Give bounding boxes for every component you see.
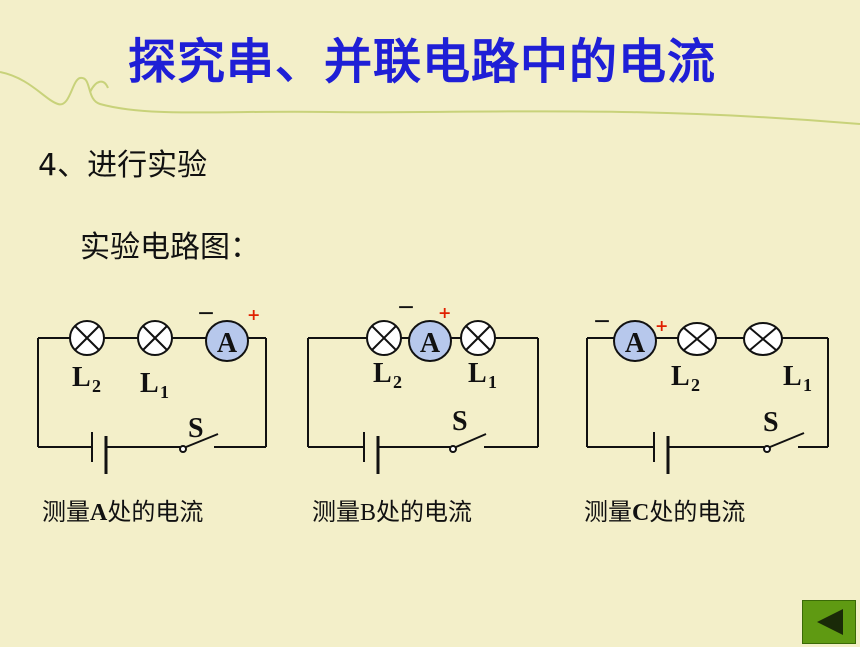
- plus-terminal: +: [247, 305, 260, 324]
- lamp-l1-icon: [460, 320, 496, 356]
- plus-terminal: +: [655, 316, 668, 335]
- lamp-l1-subscript: 1: [488, 372, 497, 392]
- diagram-subtitle: 实验电路图：: [80, 230, 260, 265]
- lamp-l1-label: L: [783, 361, 802, 392]
- back-button[interactable]: [802, 600, 856, 644]
- caption-c-prefix: 测量: [584, 498, 632, 526]
- lamp-l1-subscript: 1: [803, 375, 812, 395]
- lamp-l1-icon: [137, 320, 173, 356]
- step-heading: 4、进行实验: [38, 148, 208, 183]
- lamp-l2-subscript: 2: [92, 376, 101, 396]
- lamp-l2-label: L: [671, 361, 690, 392]
- ammeter-icon: [408, 320, 452, 362]
- ammeter-icon: [205, 320, 249, 362]
- caption-a-prefix: 测量: [42, 498, 90, 526]
- plus-terminal: +: [438, 303, 451, 322]
- back-arrow-icon: [817, 609, 843, 635]
- minus-terminal: －: [397, 298, 415, 319]
- lamp-l2-label: L: [373, 358, 392, 389]
- lamp-l2-label: L: [72, 362, 91, 393]
- caption-a: 测量A处的电流: [42, 492, 203, 527]
- caption-b-prefix: 测量: [312, 498, 360, 526]
- caption-b-suffix: 处的电流: [376, 498, 473, 526]
- minus-terminal: －: [197, 304, 215, 325]
- ammeter-label: A: [420, 328, 441, 359]
- ammeter-label: A: [625, 328, 646, 359]
- switch-label: S: [452, 406, 468, 437]
- lamp-l2-icon: [366, 320, 402, 356]
- caption-b-point: B: [360, 500, 377, 526]
- lamp-l1-label: L: [140, 368, 159, 399]
- caption-b: 测量B处的电流: [312, 492, 472, 527]
- caption-a-point: A: [90, 500, 108, 526]
- lamp-l2-subscript: 2: [691, 375, 700, 395]
- lamp-l2-subscript: 2: [393, 372, 402, 392]
- caption-c: 测量C处的电流: [584, 492, 745, 527]
- lamp-l2-icon: [677, 322, 717, 356]
- switch-label: S: [188, 413, 204, 444]
- lamp-l1-label: L: [468, 358, 487, 389]
- caption-a-suffix: 处的电流: [107, 498, 204, 526]
- ammeter-icon: [613, 320, 657, 362]
- caption-c-suffix: 处的电流: [649, 498, 746, 526]
- lamp-l1-icon: [743, 322, 783, 356]
- lamp-l2-icon: [69, 320, 105, 356]
- caption-c-point: C: [632, 500, 650, 526]
- ammeter-label: A: [217, 328, 238, 359]
- page-title: 探究串、并联电路中的电流: [128, 34, 717, 90]
- switch-label: S: [763, 407, 779, 438]
- minus-terminal: －: [593, 312, 611, 333]
- lamp-l1-subscript: 1: [160, 382, 169, 402]
